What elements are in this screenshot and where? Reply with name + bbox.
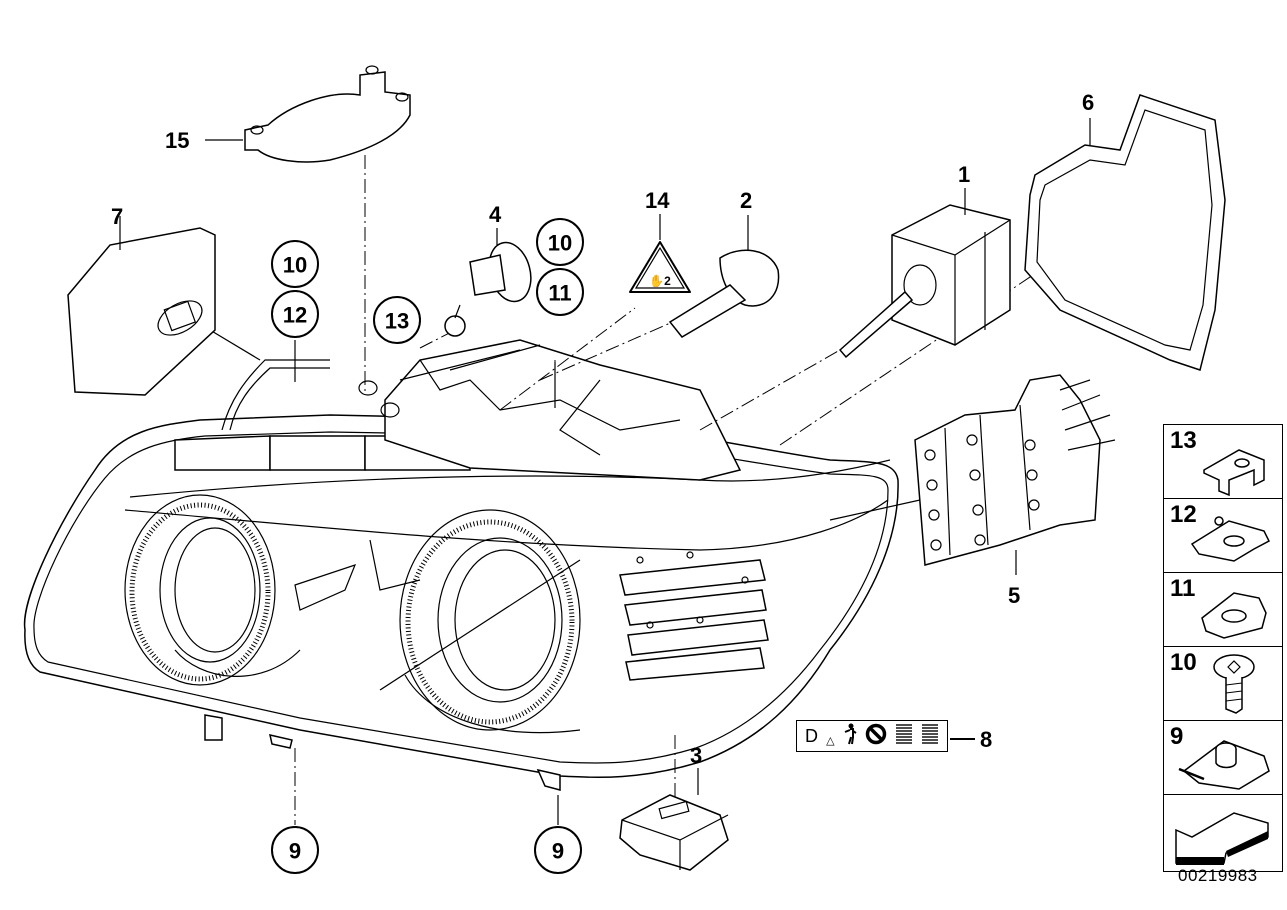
washer-icon bbox=[1201, 592, 1267, 639]
part-xenon-igniter bbox=[838, 188, 1011, 359]
bracket-icon bbox=[1203, 449, 1265, 497]
small-part-number: 11 bbox=[1170, 575, 1196, 602]
letter-d: D bbox=[805, 726, 819, 746]
document-number: 00219983 bbox=[1178, 866, 1258, 885]
circle-13: 13 bbox=[385, 309, 409, 334]
small-part-number: 9 bbox=[1170, 723, 1184, 750]
callout-4: 4 bbox=[489, 202, 502, 227]
callout-6: 6 bbox=[1082, 90, 1094, 115]
small-part-number: 13 bbox=[1170, 427, 1197, 454]
small-part-11: 11 bbox=[1164, 573, 1282, 647]
callout-8: 8 bbox=[980, 727, 992, 752]
part-warning-triangle: ✋2 bbox=[629, 214, 691, 293]
callout-14: 14 bbox=[645, 188, 670, 213]
headlight-housing bbox=[23, 339, 899, 791]
small-part-10: 10 bbox=[1164, 647, 1282, 721]
person-icon bbox=[843, 723, 857, 749]
callout-3: 3 bbox=[690, 743, 702, 768]
circle-10-left: 10 bbox=[283, 253, 307, 278]
small-part-number: 12 bbox=[1170, 501, 1197, 528]
callout-7: 7 bbox=[111, 204, 123, 229]
screw-icon bbox=[1213, 654, 1255, 714]
callout-numbers: 15 7 4 14 2 1 6 5 3 8 bbox=[111, 90, 1094, 768]
small-part-13: 13 bbox=[1164, 425, 1282, 499]
warning-label-8: D △ bbox=[796, 720, 948, 752]
small-parts-panel: 13 12 11 10 9 bbox=[1163, 424, 1283, 872]
triangle-icon: △ bbox=[826, 734, 835, 747]
direction-arrow-icon bbox=[1175, 812, 1269, 865]
callout-5: 5 bbox=[1008, 583, 1020, 608]
circle-12-left: 12 bbox=[283, 303, 307, 328]
led-fins bbox=[619, 551, 769, 681]
lines-icon-2 bbox=[921, 723, 939, 749]
circle-10-mid: 10 bbox=[548, 231, 572, 256]
part-control-unit bbox=[619, 768, 729, 871]
part-cover-gasket bbox=[1024, 94, 1226, 371]
circle-9-center: 9 bbox=[552, 839, 564, 864]
small-part-number: 10 bbox=[1170, 649, 1197, 676]
circled-callouts: 10 12 13 10 11 9 9 bbox=[271, 218, 584, 874]
circle-9-left: 9 bbox=[289, 839, 301, 864]
part-bulb-socket bbox=[444, 228, 532, 337]
part-cap-cover bbox=[205, 65, 411, 163]
lines-icon-1 bbox=[895, 723, 913, 749]
part-ballast bbox=[67, 216, 216, 396]
callout-1: 1 bbox=[958, 162, 970, 187]
callout-2: 2 bbox=[740, 188, 752, 213]
prohibited-icon bbox=[865, 723, 887, 749]
clip-icon bbox=[1190, 516, 1270, 562]
small-part-12: 12 bbox=[1164, 499, 1282, 573]
callout-15: 15 bbox=[165, 128, 189, 153]
clip-nut-icon bbox=[1178, 740, 1270, 790]
svg-text:✋2: ✋2 bbox=[649, 274, 671, 288]
direction-arrow-cell bbox=[1164, 795, 1282, 871]
part-adaptive-module bbox=[914, 374, 1116, 575]
part-halogen-bulb bbox=[668, 215, 780, 338]
small-part-9: 9 bbox=[1164, 721, 1282, 795]
circle-11-mid: 11 bbox=[548, 281, 571, 306]
